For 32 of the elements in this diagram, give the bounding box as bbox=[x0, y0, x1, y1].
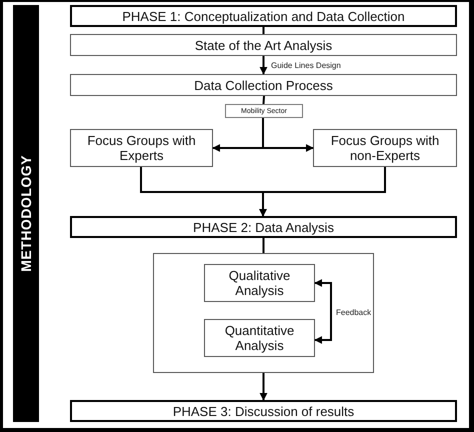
arrow bbox=[260, 56, 268, 75]
phase-box bbox=[70, 400, 457, 422]
group-box bbox=[153, 253, 374, 373]
node-label: State of the Art Analysis bbox=[194, 38, 332, 52]
side-band bbox=[13, 5, 39, 422]
phase-box bbox=[70, 216, 457, 238]
node-label: PHASE 3: Discussion of results bbox=[172, 404, 354, 418]
edge-label: Feedback bbox=[335, 308, 372, 318]
process-box bbox=[313, 129, 457, 167]
edge-label: Guide Lines Design bbox=[270, 61, 342, 71]
node-label: PHASE 1: Conceptualization and Data Collection bbox=[122, 8, 405, 24]
node-label: Focus Groups with non-Experts bbox=[330, 133, 440, 163]
node-label: Focus Groups with Experts bbox=[86, 133, 197, 163]
node-label: Data Collection Process bbox=[194, 78, 333, 92]
arrow bbox=[260, 373, 268, 401]
node-label: PHASE 2: Data Analysis bbox=[193, 220, 334, 234]
node-label: Qualitative Analysis bbox=[228, 268, 292, 298]
arrow bbox=[262, 118, 314, 152]
arrow bbox=[259, 167, 386, 217]
vertical-title: METHODOLOGY bbox=[18, 155, 34, 272]
connector-line bbox=[262, 27, 264, 34]
label-box bbox=[225, 104, 303, 118]
process-box bbox=[204, 319, 315, 357]
connector-line bbox=[262, 96, 265, 104]
process-box bbox=[70, 74, 457, 96]
process-box bbox=[70, 34, 457, 56]
arrow bbox=[314, 279, 332, 344]
connector-line bbox=[262, 238, 264, 253]
phase-box bbox=[70, 5, 457, 27]
node-label: Quantitative Analysis bbox=[224, 323, 296, 353]
process-box bbox=[70, 129, 213, 167]
process-box bbox=[204, 264, 315, 302]
